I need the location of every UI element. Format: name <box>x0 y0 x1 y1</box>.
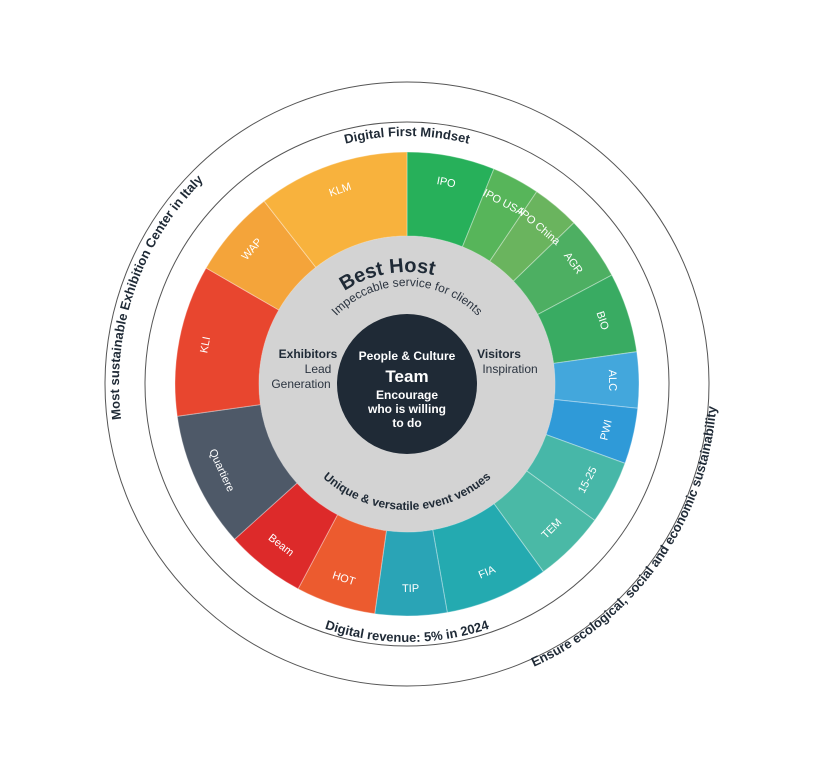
segment-label-pwi: PWI <box>598 419 614 442</box>
inner-ring-top-label: Digital First Mindset <box>343 124 472 147</box>
segment-label-bio: BIO <box>593 310 610 332</box>
visitors-title: Visitors <box>477 347 521 361</box>
segment-ring <box>174 151 640 617</box>
exhibitors-line-lead: Lead <box>305 362 332 376</box>
core-team-label: Team <box>385 367 428 386</box>
team-core <box>337 314 477 454</box>
segment-label-kli: KLI <box>198 336 213 355</box>
segment-label-alc: ALC <box>606 370 618 392</box>
core-line-3: to do <box>392 416 421 430</box>
exhibitors-title: Exhibitors <box>279 347 338 361</box>
core-line-2: who is willing <box>367 402 446 416</box>
visitors-line-inspiration: Inspiration <box>482 362 537 376</box>
inner-ring <box>144 121 670 647</box>
inner-ring-bottom-label: Digital revenue: 5% in 2024 <box>324 617 492 645</box>
segment-label-ipo: IPO <box>436 175 457 190</box>
outer-ring <box>104 81 710 687</box>
segment-label-tip: TIP <box>402 583 419 595</box>
core-title: People & Culture <box>359 349 456 363</box>
core-line-1: Encourage <box>376 388 438 402</box>
exhibitors-line-generation: Generation <box>271 377 330 391</box>
